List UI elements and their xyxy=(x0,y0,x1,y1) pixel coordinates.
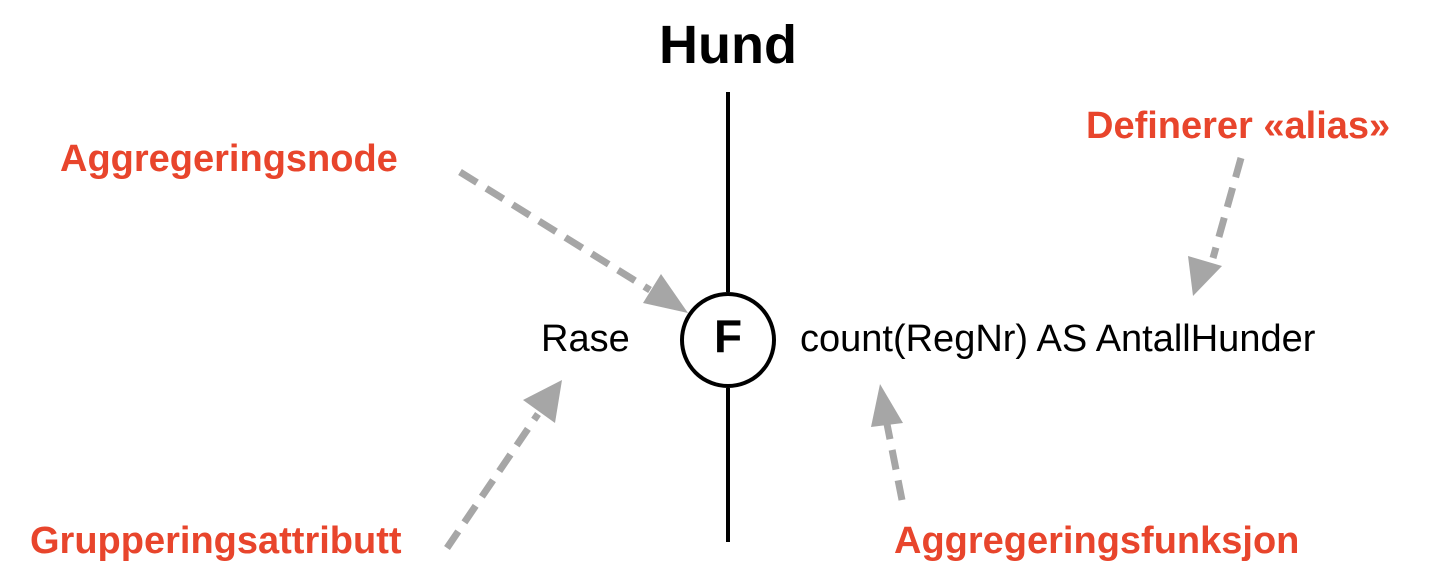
annotation-grouping-attribute: Grupperingsattributt xyxy=(30,520,402,562)
aggregation-node-symbol: F xyxy=(713,310,743,362)
arrowhead-aggregation-node xyxy=(643,274,688,313)
aggregation-function-label: count(RegNr) AS AntallHunder xyxy=(800,318,1316,360)
annotation-alias: Definerer «alias» xyxy=(1086,105,1391,147)
grouping-attribute-label: Rase xyxy=(541,318,630,360)
arrowhead-alias xyxy=(1188,256,1222,296)
arrow-grouping-attribute xyxy=(444,412,541,550)
arrow-aggregation-function xyxy=(883,423,906,501)
arrow-alias xyxy=(1209,157,1245,259)
arrowhead-aggregation-function xyxy=(871,384,903,427)
arrowhead-grouping-attribute xyxy=(523,380,562,423)
annotation-aggregation-function: Aggregeringsfunksjon xyxy=(894,520,1300,562)
arrow-aggregation-node xyxy=(458,169,652,293)
aggregation-node-circle xyxy=(680,292,776,388)
relation-name: Hund xyxy=(659,15,797,75)
annotation-aggregation-node: Aggregeringsnode xyxy=(60,138,398,180)
